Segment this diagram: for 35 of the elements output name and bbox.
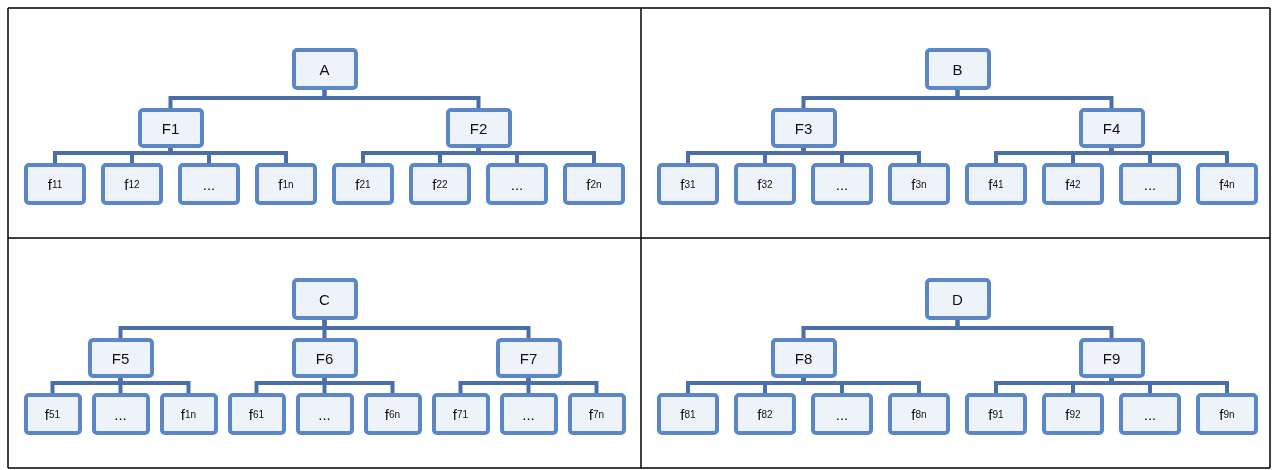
connector-line bbox=[168, 148, 288, 163]
node-box: F1 bbox=[137, 108, 204, 148]
node-box: F9 bbox=[1078, 338, 1145, 378]
node-box: F3 bbox=[770, 108, 837, 148]
node-box: ... bbox=[811, 163, 873, 205]
connector-line bbox=[801, 148, 921, 163]
connector-line bbox=[526, 378, 599, 393]
node-box: ... bbox=[1119, 163, 1181, 205]
connector-line bbox=[118, 378, 191, 393]
connector-line bbox=[476, 148, 596, 163]
node-box: F7 bbox=[495, 338, 562, 378]
connector-line bbox=[955, 90, 1114, 108]
node-box: ... bbox=[1119, 393, 1181, 435]
node-box: C bbox=[291, 278, 358, 320]
node-box: F4 bbox=[1078, 108, 1145, 148]
connector-line bbox=[322, 378, 395, 393]
node-box: ... bbox=[91, 393, 150, 435]
node-box: F2 bbox=[445, 108, 512, 148]
node-box: F8 bbox=[770, 338, 837, 378]
node-box: ... bbox=[295, 393, 354, 435]
connector-line bbox=[955, 320, 1114, 338]
node-box: F6 bbox=[291, 338, 358, 378]
node-box: F5 bbox=[87, 338, 154, 378]
connector-line bbox=[1109, 148, 1229, 163]
node-box: ... bbox=[178, 163, 240, 205]
connector-line bbox=[322, 90, 481, 108]
node-box: ... bbox=[811, 393, 873, 435]
node-box: A bbox=[291, 48, 358, 90]
connector-line bbox=[322, 320, 531, 338]
connector-line bbox=[1109, 378, 1229, 393]
node-box: ... bbox=[499, 393, 558, 435]
node-box: B bbox=[924, 48, 991, 90]
node-box: D bbox=[924, 278, 991, 320]
node-box: ... bbox=[486, 163, 548, 205]
connector-line bbox=[801, 378, 921, 393]
